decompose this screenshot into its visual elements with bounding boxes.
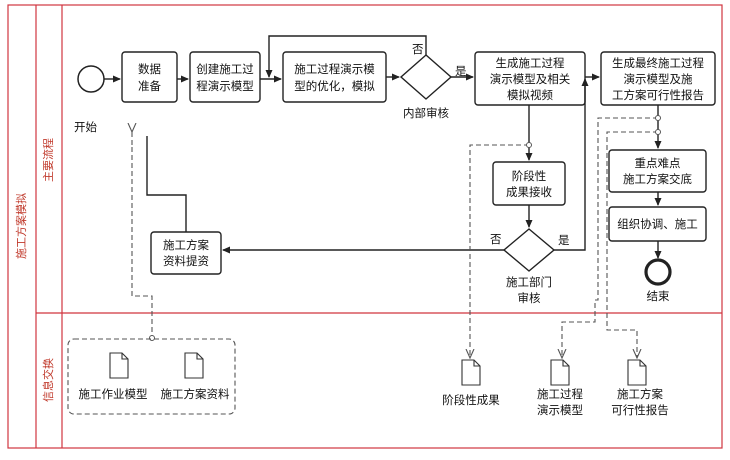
construction-review-yes: 是: [558, 233, 570, 247]
task-submit-line1: 施工方案: [163, 238, 209, 252]
document-icon-work-model: [109, 352, 129, 379]
gateway-construction-review: [502, 228, 556, 272]
end-event: [644, 258, 672, 286]
internal-review-yes: 是: [455, 64, 467, 78]
task-coordinate[interactable]: 组织协调、施工: [608, 206, 707, 242]
construction-review-label-1: 施工部门: [506, 275, 552, 289]
task-data-prep-line2: 准备: [138, 79, 161, 93]
task-final-line1: 生成最终施工过程: [612, 56, 704, 70]
document-icon-stage-result: [461, 359, 481, 386]
task-key-points[interactable]: 重点难点 施工方案交底: [608, 149, 707, 193]
task-create-model[interactable]: 创建施工过 程演示模型: [189, 51, 261, 103]
task-optimize[interactable]: 施工过程演示模 型的优化，模拟: [282, 51, 387, 103]
document-icon-process-model: [550, 359, 570, 386]
pool: [7, 4, 723, 449]
input-data-group: [67, 338, 236, 415]
task-key-points-line2: 施工方案交底: [623, 172, 692, 186]
task-submit[interactable]: 施工方案 资料提资: [150, 231, 222, 275]
construction-review-label-2: 审核: [518, 291, 541, 305]
task-final[interactable]: 生成最终施工过程 演示模型及施 工方案可行性报告: [600, 51, 716, 106]
data-associations: [132, 115, 661, 359]
task-submit-line2: 资料提资: [163, 254, 209, 268]
task-stage-accept-line2: 成果接收: [506, 185, 552, 199]
task-optimize-line1: 施工过程演示模: [294, 62, 375, 76]
artifact-stage-result: 阶段性成果: [442, 393, 500, 407]
task-stage-accept-line1: 阶段性: [512, 169, 547, 183]
artifact-feasibility-line2: 可行性报告: [611, 403, 669, 417]
start-label: 开始: [74, 120, 97, 134]
task-generate[interactable]: 生成施工过程 演示模型及相关 模拟视频: [474, 51, 586, 106]
task-optimize-line2: 型的优化，模拟: [294, 79, 375, 93]
task-generate-line1: 生成施工过程: [496, 56, 565, 70]
task-final-line3: 工方案可行性报告: [612, 88, 704, 102]
artifact-work-model: 施工作业模型: [79, 387, 148, 401]
task-generate-line3: 模拟视频: [507, 88, 553, 102]
task-generate-line2: 演示模型及相关: [490, 72, 571, 86]
gateway-internal-review: [399, 54, 453, 100]
pool-title: 施工方案模拟: [14, 193, 28, 259]
task-coordinate-line1: 组织协调、施工: [617, 217, 698, 231]
construction-review-no: 否: [490, 232, 502, 246]
task-final-line2: 演示模型及施: [624, 72, 693, 86]
internal-review-label: 内部审核: [403, 106, 449, 120]
artifact-process-model-line2: 演示模型: [537, 403, 583, 417]
internal-review-no: 否: [412, 42, 424, 56]
lane-main-label: 主要流程: [41, 138, 55, 182]
task-stage-accept[interactable]: 阶段性 成果接收: [492, 161, 566, 206]
sequence-flows: [104, 35, 662, 259]
task-data-prep-line1: 数据: [138, 62, 161, 76]
document-icon-feasibility: [627, 359, 647, 386]
end-label: 结束: [647, 289, 670, 303]
task-create-model-line2: 程演示模型: [196, 79, 254, 93]
document-icon-plan-data: [184, 352, 204, 379]
task-create-model-line1: 创建施工过: [196, 62, 254, 76]
task-data-prep[interactable]: 数据 准备: [121, 51, 178, 103]
artifact-feasibility-line1: 施工方案: [617, 387, 663, 401]
artifact-process-model-line1: 施工过程: [537, 387, 583, 401]
start-event: [77, 65, 105, 93]
task-key-points-line1: 重点难点: [635, 156, 681, 170]
lane-info-label: 信息交换: [41, 358, 55, 402]
artifact-plan-data: 施工方案资料: [161, 387, 230, 401]
